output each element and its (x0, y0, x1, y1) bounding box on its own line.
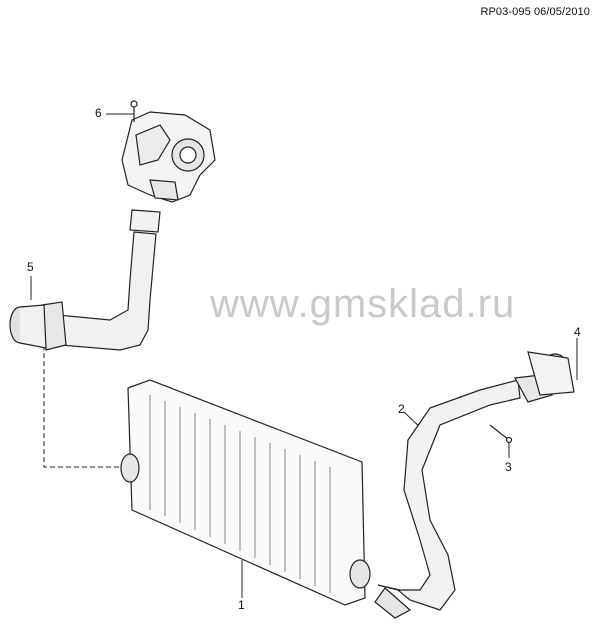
turbo-outlet-hose (9, 209, 161, 351)
callout-2: 2 (398, 402, 405, 416)
callout-1: 1 (238, 598, 245, 612)
dashed-connection-line (43, 345, 125, 468)
drawing-reference: RP03-095 06/05/2010 (480, 6, 590, 18)
turbocharger (121, 100, 216, 203)
callout-4: 4 (574, 325, 581, 339)
callout-3: 3 (505, 460, 512, 474)
callout-6: 6 (95, 106, 102, 120)
leader-lines (30, 113, 578, 598)
intercooler-outlet-hose (374, 351, 575, 619)
callout-5: 5 (27, 260, 34, 274)
watermark: www.gmsklad.ru (210, 282, 516, 326)
intercooler (120, 379, 371, 606)
